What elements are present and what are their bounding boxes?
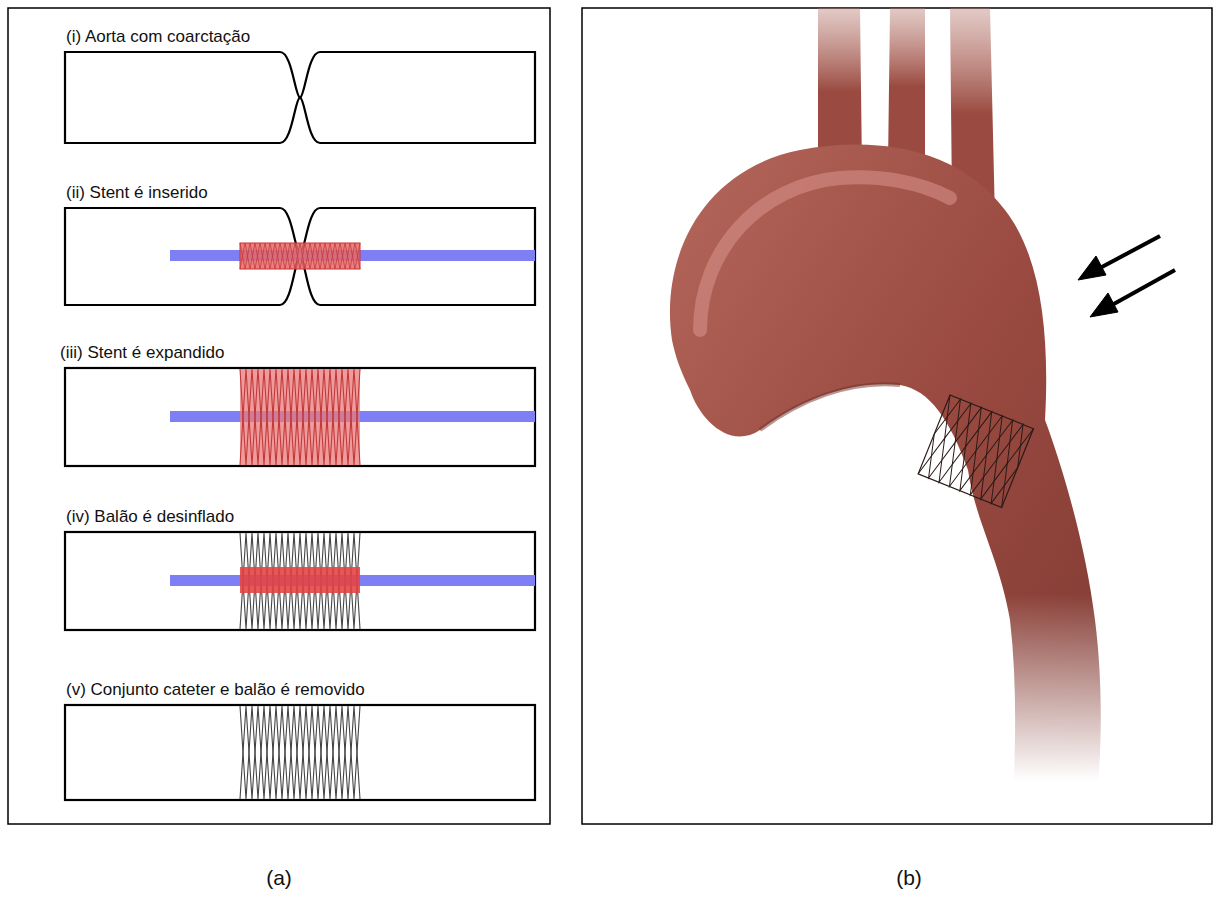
panel-caption: (b) [896,866,922,890]
stent-strut [240,706,360,799]
stent-mesh [240,706,360,799]
aorta-illustration [670,8,1101,822]
stage-box: (iii) Stent é expandido [58,343,226,363]
stent-mesh [240,533,360,629]
stage-box: (v) Conjunto cateter e balão é removido [64,680,367,700]
stent-strut [240,369,360,465]
stage-label: (ii) Stent é inserido [64,183,210,203]
arrow [1078,236,1175,317]
stent-strut [934,395,1033,468]
stage-box: (i) Aorta com coarctação [64,27,252,47]
stent-strut [240,243,360,269]
stent-strut [934,395,1033,468]
stage-label: (iii) Stent é expandido [58,343,226,363]
stent-strut [240,533,360,629]
stent-strut [918,434,1018,508]
stent-strut [240,243,360,269]
stent-strut [918,434,1018,508]
crimped-stent-mesh [240,243,360,269]
stage-box: (iv) Balão é desinflado [64,507,236,527]
stent-strut [240,706,360,799]
stage-label: (i) Aorta com coarctação [64,27,252,47]
stage-label: (v) Conjunto cateter e balão é removido [64,680,367,700]
panel-caption: (a) [266,866,292,890]
stent-strut [240,533,360,629]
stage-label: (iv) Balão é desinflado [64,507,236,527]
aorta-tube [65,52,535,800]
stent-strut [240,369,360,465]
panel-frame [8,8,550,824]
deflated-balloon [240,567,360,593]
stage-box: (ii) Stent é inserido [64,183,210,203]
expanded-stent-mesh [240,369,360,465]
aorta-stent [918,395,1033,508]
crimped-stent [240,243,360,269]
panel-frame [582,8,1212,824]
expanded-stent [240,369,360,465]
